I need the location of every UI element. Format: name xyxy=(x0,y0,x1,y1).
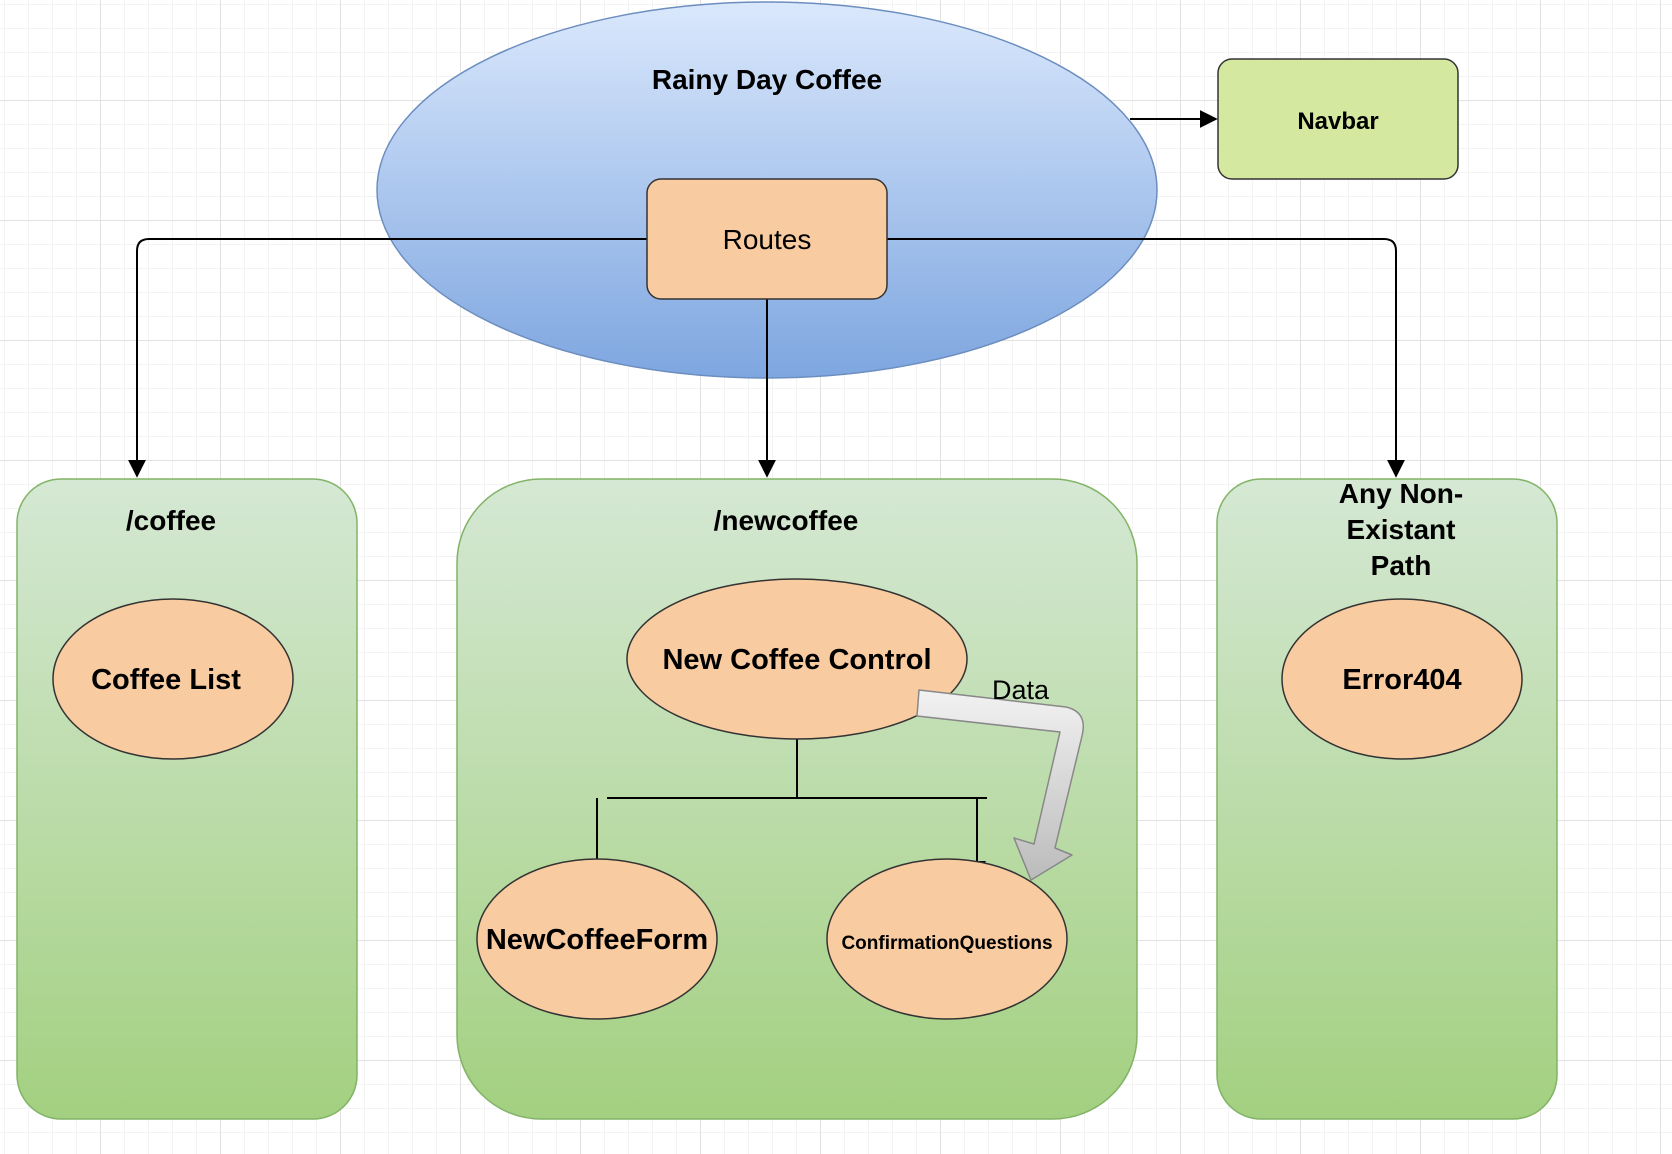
routes-node[interactable] xyxy=(646,178,888,300)
data-flow-label: Data xyxy=(992,675,1050,705)
route-newcoffee-title: /newcoffee xyxy=(714,505,859,536)
route-fallback-title-line-2: Existant xyxy=(1347,514,1456,545)
data-flow-arrow xyxy=(916,689,1084,881)
navbar-label: Navbar xyxy=(1297,108,1378,135)
coffee-list-label: Coffee List xyxy=(91,664,241,696)
navbar-node[interactable] xyxy=(1217,58,1459,180)
error404-label: Error404 xyxy=(1342,664,1461,696)
route-coffee-container[interactable] xyxy=(16,478,358,1120)
new-coffee-control-label: New Coffee Control xyxy=(662,644,931,676)
confirmation-questions-label: ConfirmationQuestions xyxy=(841,933,1052,954)
routes-to-coffee-arrow xyxy=(128,238,648,478)
new-coffee-form-node[interactable] xyxy=(476,858,718,1020)
new-coffee-control-node[interactable] xyxy=(626,578,968,740)
new-coffee-form-label: NewCoffeeForm xyxy=(486,924,708,956)
coffee-list-node[interactable] xyxy=(52,598,294,760)
routes-label: Routes xyxy=(723,224,812,255)
routes-to-fallback-arrow xyxy=(886,238,1405,478)
route-fallback-title-line-1: Any Non- xyxy=(1339,478,1463,509)
root-app-title: Rainy Day Coffee xyxy=(652,64,882,95)
confirmation-questions-node[interactable] xyxy=(826,858,1068,1020)
route-fallback-title-line-3: Path xyxy=(1371,550,1432,581)
route-coffee-title: /coffee xyxy=(126,505,216,536)
error404-node[interactable] xyxy=(1281,598,1523,760)
